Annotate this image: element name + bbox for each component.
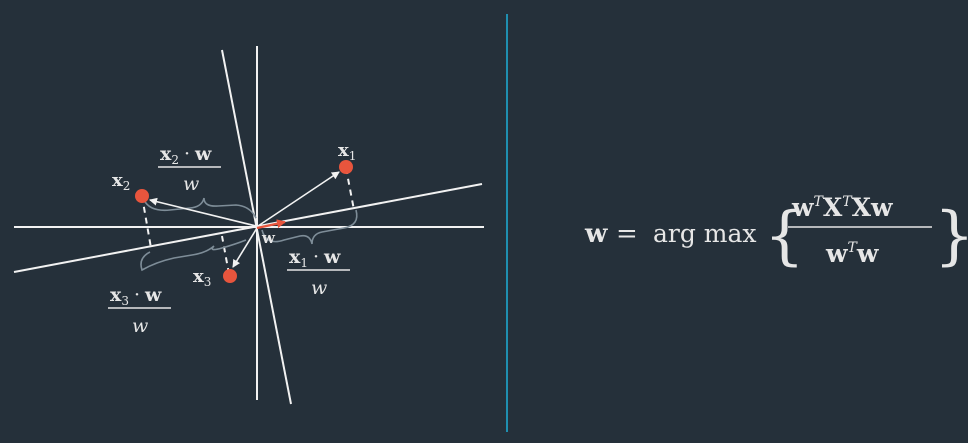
brace-x2 [143, 197, 257, 219]
fraction-x3-numerator: x3·w [110, 284, 162, 308]
principal-direction-line [13, 183, 483, 273]
projection-fraction-x2: x2·w w [158, 143, 221, 195]
projection-dashes [141, 167, 355, 275]
vector-x1 [257, 171, 340, 227]
objective-equation: w = arg max { wTXTXw wTw } [584, 193, 968, 273]
vector-x3 [232, 227, 258, 268]
brace-x1 [261, 209, 358, 245]
point-x1 [339, 160, 353, 174]
fraction-x3-denominator: w [132, 315, 148, 337]
equation-numerator: wTXTXw [791, 193, 894, 222]
label-x2: x2 [112, 170, 130, 193]
label-x1: x1 [338, 140, 356, 163]
point-vectors [149, 171, 340, 268]
projection-dash-x3 [221, 235, 230, 275]
w-vector [256, 219, 286, 230]
label-w: w [261, 229, 276, 247]
projection-dash-x1 [345, 167, 355, 211]
rotated-axes-group [13, 49, 483, 405]
projection-dash-x2 [141, 195, 152, 249]
brace-x3 [140, 239, 247, 272]
axes-group [14, 46, 484, 400]
projection-fraction-x1: x1·w w [287, 246, 350, 299]
fraction-x1-numerator: x1·w [289, 246, 341, 270]
equation-argmax: arg max [653, 219, 757, 248]
fraction-x2-numerator: x2·w [160, 143, 212, 167]
data-points [135, 160, 353, 283]
equation-close-brace: } [934, 199, 968, 273]
fraction-x2-denominator: w [183, 173, 199, 195]
projection-fraction-x3: x3·w w [108, 284, 171, 337]
equation-equals: = [616, 219, 638, 249]
equation-lhs: w [584, 219, 608, 249]
vector-x2 [149, 197, 257, 227]
equation-open-brace: { [764, 199, 805, 273]
label-x3: x3 [193, 266, 211, 289]
point-x3 [223, 269, 237, 283]
projection-braces [140, 197, 358, 272]
orthogonal-direction-line [221, 49, 292, 405]
fraction-x1-denominator: w [311, 277, 327, 299]
equation-denominator: wTw [825, 239, 880, 268]
point-x2 [135, 189, 149, 203]
